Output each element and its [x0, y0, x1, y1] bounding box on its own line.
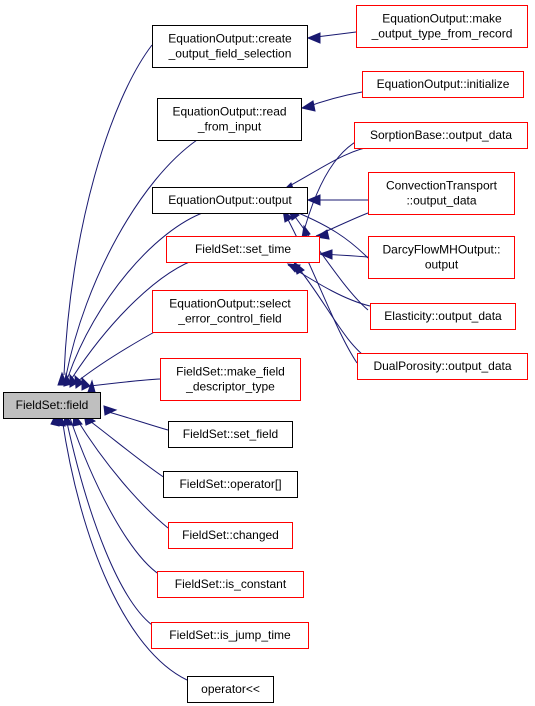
- node-label: EquationOutput::create: [168, 32, 292, 46]
- arrow-root-4: [74, 374, 84, 389]
- edges: [61, 31, 376, 681]
- node-root[interactable]: FieldSet::field: [3, 392, 101, 419]
- node-label: DarcyFlowMHOutput::: [382, 243, 500, 257]
- node-sorption[interactable]: SorptionBase::output_data: [354, 122, 528, 149]
- edge-eo-output-dual: [283, 211, 358, 364]
- node-box[interactable]: [368, 236, 515, 279]
- node-box[interactable]: [354, 122, 528, 149]
- edge-root-fs-setfield: [104, 410, 169, 431]
- node-eo-init[interactable]: EquationOutput::initialize: [362, 71, 524, 98]
- edge-root-eo-read: [65, 139, 198, 377]
- node-label: FieldSet::operator[]: [179, 477, 281, 491]
- node-op-stream[interactable]: operator<<: [187, 676, 274, 703]
- node-box[interactable]: [152, 187, 308, 214]
- node-fs-makefield[interactable]: FieldSet::make_field_descriptor_type: [160, 358, 301, 401]
- edge-root-op-stream: [61, 417, 188, 681]
- nodes: FieldSet::fieldEquationOutput::create_ou…: [3, 5, 528, 703]
- node-label: EquationOutput::read: [172, 105, 286, 119]
- node-eo-read[interactable]: EquationOutput::read_from_input: [157, 98, 302, 141]
- node-label: output: [425, 258, 459, 272]
- node-box[interactable]: [168, 421, 293, 448]
- node-label: FieldSet::is_jump_time: [169, 628, 291, 642]
- node-box[interactable]: [152, 290, 308, 333]
- arrow-eo-read: [300, 100, 316, 112]
- node-box[interactable]: [3, 392, 101, 419]
- node-box[interactable]: [157, 98, 302, 141]
- node-fs-changed[interactable]: FieldSet::changed: [168, 522, 293, 549]
- node-label: ::output_data: [406, 194, 476, 208]
- node-box[interactable]: [187, 676, 274, 703]
- node-box[interactable]: [151, 622, 309, 649]
- node-box[interactable]: [168, 522, 293, 549]
- node-label: Elasticity::output_data: [384, 309, 502, 323]
- node-box[interactable]: [160, 358, 301, 401]
- edge-root-fs-isconst: [69, 417, 161, 576]
- edge-root-fs-isjump: [65, 417, 153, 626]
- node-label: EquationOutput::select: [169, 297, 291, 311]
- edge-root-fs-makefield: [89, 378, 161, 387]
- node-label: EquationOutput::initialize: [377, 77, 510, 91]
- node-darcy[interactable]: DarcyFlowMHOutput::output: [368, 236, 515, 279]
- node-label: FieldSet::set_field: [183, 427, 278, 441]
- node-eo-select[interactable]: EquationOutput::select_error_control_fie…: [152, 290, 308, 333]
- node-label: _from_input: [197, 120, 262, 134]
- node-eo-create[interactable]: EquationOutput::create_output_field_sele…: [152, 25, 308, 68]
- node-label: _descriptor_type: [185, 380, 275, 394]
- node-label: FieldSet::is_constant: [175, 577, 287, 591]
- node-label: _error_control_field: [177, 312, 281, 326]
- node-label: DualPorosity::output_data: [373, 359, 511, 373]
- node-box[interactable]: [166, 236, 320, 263]
- edge-eo-output-elasticity: [289, 209, 369, 311]
- node-label: _output_type_from_record: [371, 27, 513, 41]
- arrow-eo-output-2: [306, 194, 321, 206]
- node-dual[interactable]: DualPorosity::output_data: [357, 353, 528, 380]
- edge-root-eo-create: [63, 44, 153, 376]
- node-box[interactable]: [368, 172, 515, 215]
- arrow-root-5: [81, 376, 91, 391]
- edge-settime-sorption: [301, 133, 376, 239]
- arrow-settime-3: [318, 249, 333, 260]
- node-fs-settime[interactable]: FieldSet::set_time: [166, 236, 320, 263]
- node-conv[interactable]: ConvectionTransport::output_data: [368, 172, 515, 215]
- node-label: FieldSet::changed: [182, 528, 279, 542]
- node-eo-make[interactable]: EquationOutput::make_output_type_from_re…: [356, 5, 528, 48]
- node-fs-operator[interactable]: FieldSet::operator[]: [163, 471, 298, 498]
- node-box[interactable]: [152, 25, 308, 68]
- node-label: _output_field_selection: [168, 47, 292, 61]
- node-label: EquationOutput::make: [382, 12, 502, 26]
- node-fs-isjump[interactable]: FieldSet::is_jump_time: [151, 622, 309, 649]
- edge-root-eo-select: [77, 329, 159, 382]
- node-label: EquationOutput::output: [168, 193, 292, 207]
- arrow-settime-5: [293, 260, 305, 275]
- arrow-root-7: [103, 405, 118, 416]
- node-label: FieldSet::make_field: [176, 365, 285, 379]
- node-fs-isconst[interactable]: FieldSet::is_constant: [157, 571, 304, 598]
- node-box[interactable]: [157, 571, 304, 598]
- arrow-root-2: [63, 372, 72, 387]
- node-fs-setfield[interactable]: FieldSet::set_field: [168, 421, 293, 448]
- node-box[interactable]: [356, 5, 528, 48]
- edge-root-fs-settime: [71, 257, 201, 379]
- node-label: SorptionBase::output_data: [370, 128, 512, 142]
- arrow-eo-create: [306, 32, 321, 44]
- node-box[interactable]: [362, 71, 524, 98]
- node-box[interactable]: [370, 303, 516, 330]
- node-box[interactable]: [357, 353, 528, 380]
- edge-root-fs-changed: [75, 417, 169, 529]
- node-label: operator<<: [201, 682, 260, 696]
- node-box[interactable]: [163, 471, 298, 498]
- node-label: FieldSet::set_time: [195, 242, 291, 256]
- node-elasticity[interactable]: Elasticity::output_data: [370, 303, 516, 330]
- node-label: FieldSet::field: [16, 398, 89, 412]
- node-eo-output[interactable]: EquationOutput::output: [152, 187, 308, 214]
- edge-root-fs-operator: [85, 417, 166, 479]
- node-label: ConvectionTransport: [386, 179, 498, 193]
- edge-eo-output-sorption: [281, 145, 376, 191]
- edge-root-eo-output: [67, 211, 206, 378]
